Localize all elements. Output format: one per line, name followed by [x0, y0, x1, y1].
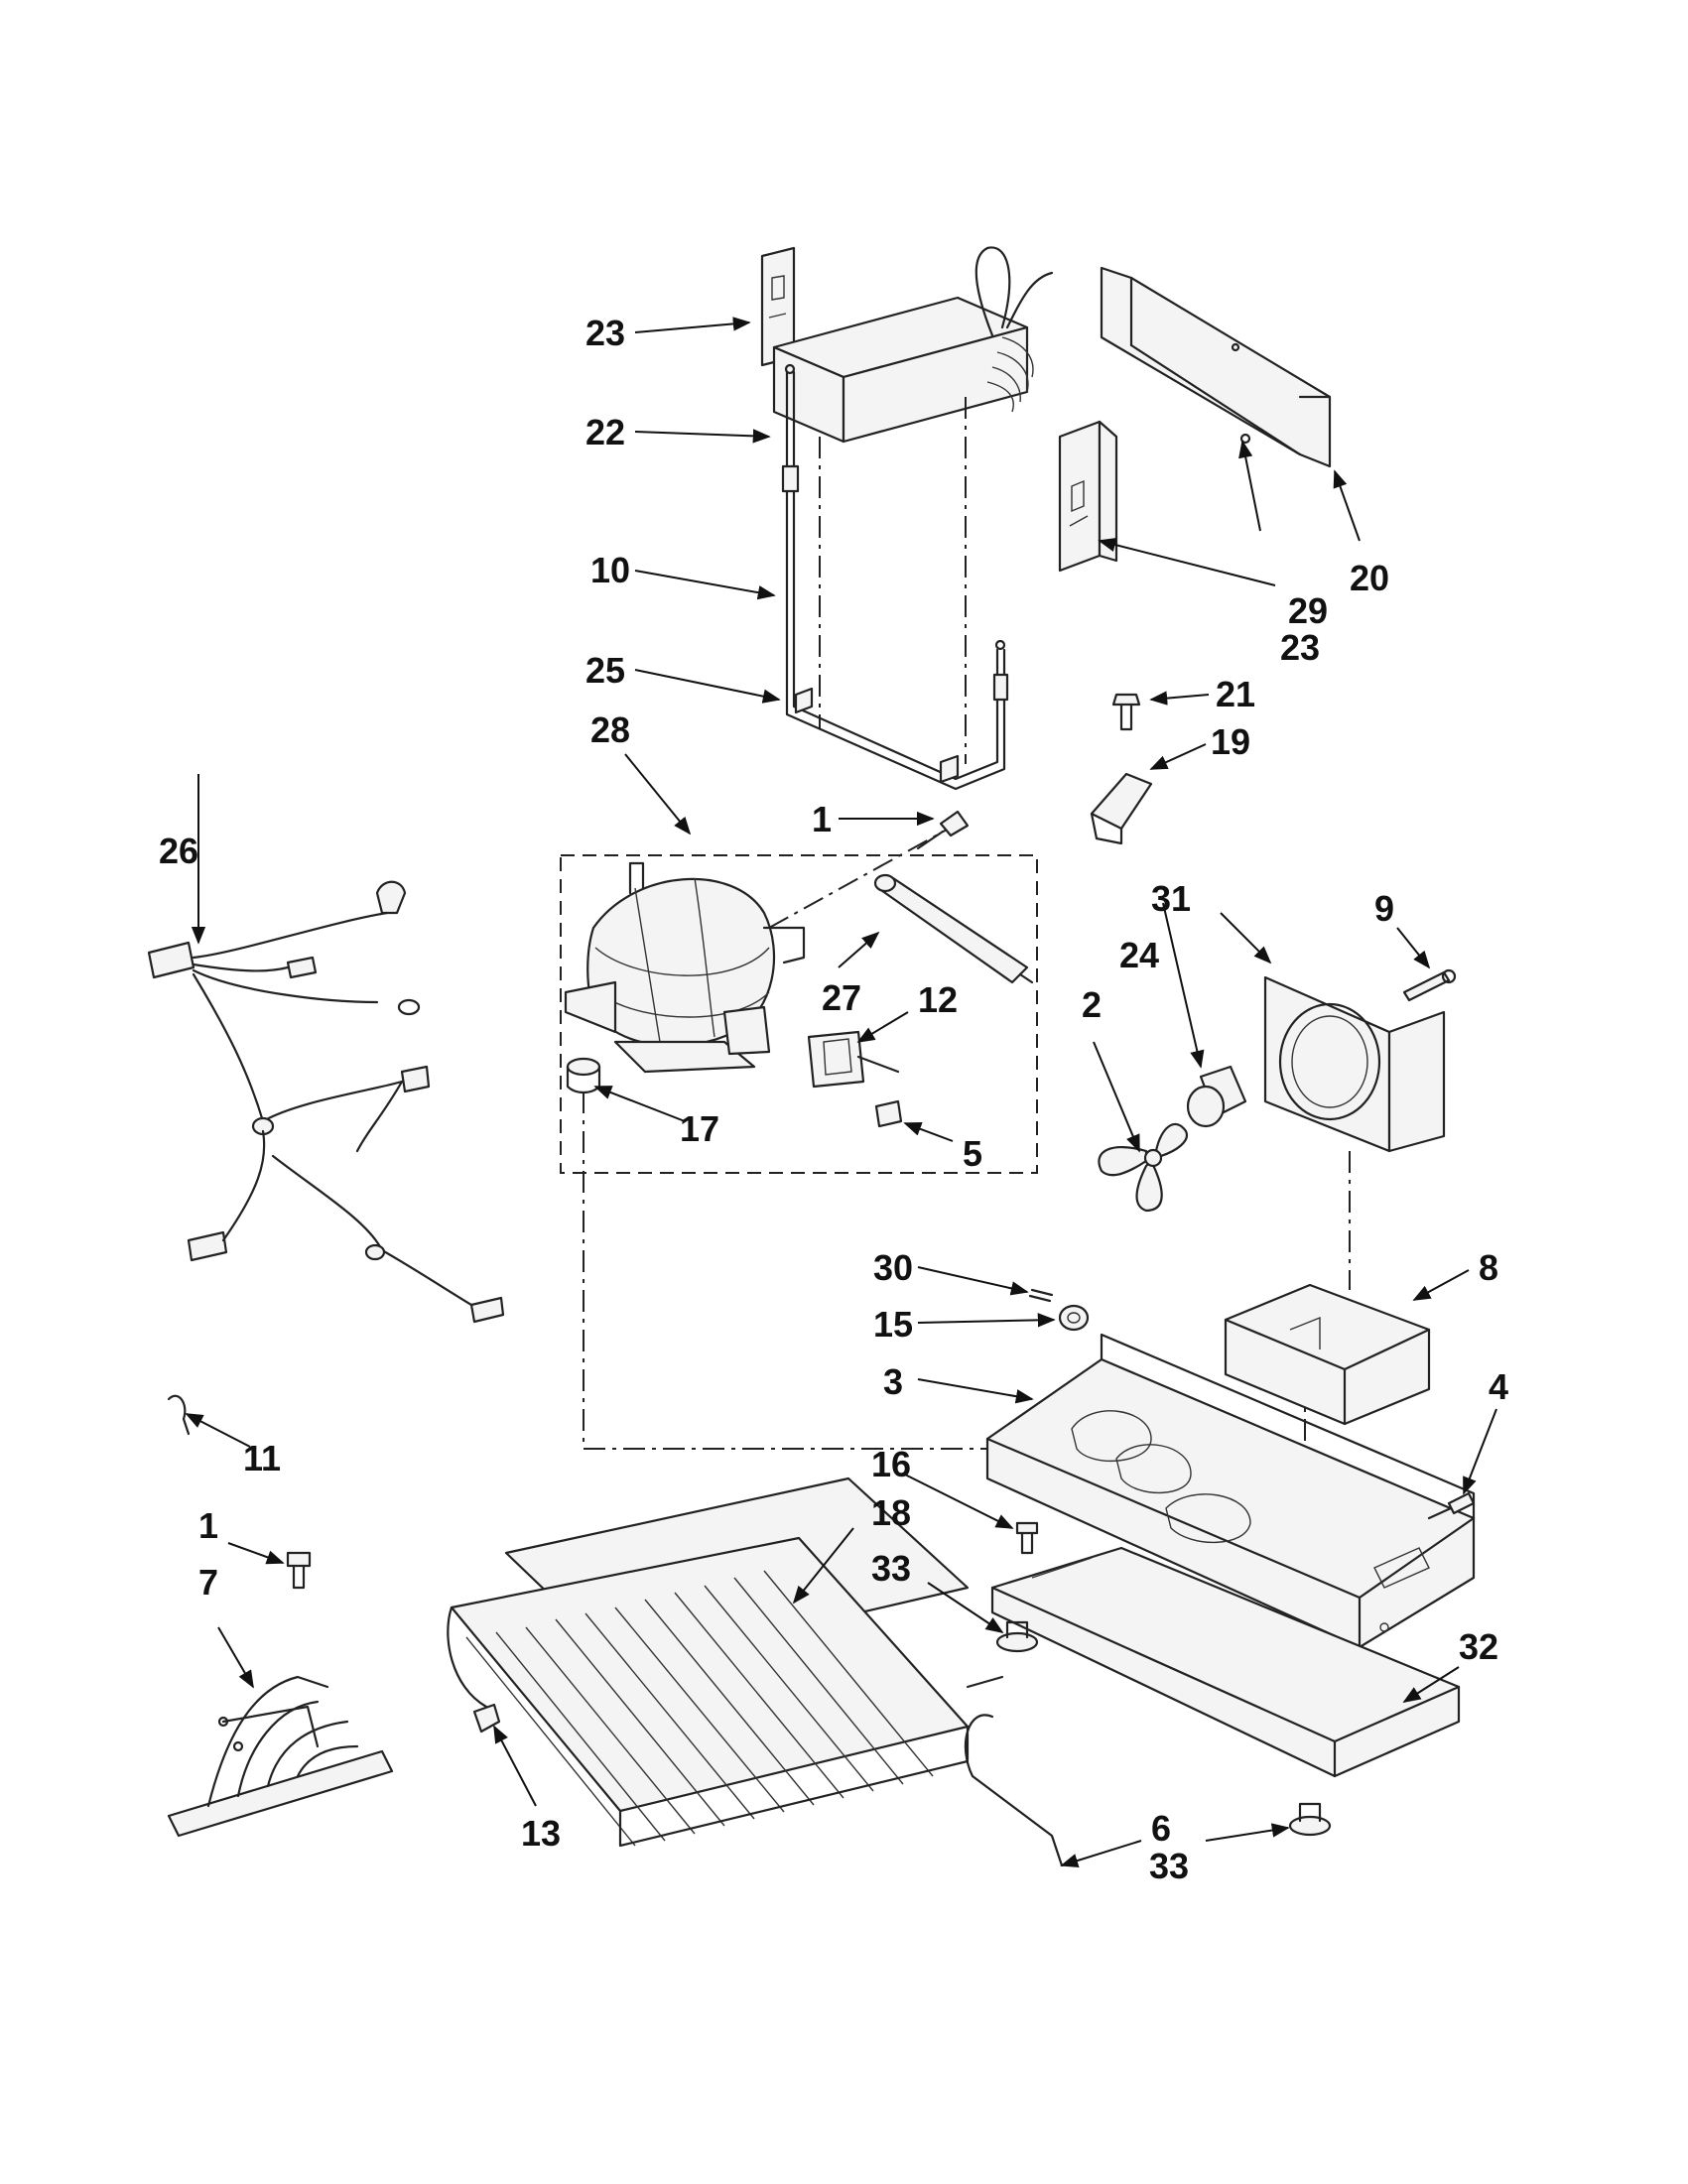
callout-4: 4: [1489, 1366, 1508, 1407]
defrost-heater: [781, 363, 1009, 791]
callout-2: 2: [1082, 984, 1102, 1025]
fan-bracket: [1224, 1283, 1431, 1426]
fan-blade: [1098, 1123, 1189, 1213]
callout-28: 28: [590, 709, 630, 750]
fan-motor: [1186, 1065, 1247, 1128]
callout-labels: 23 22 10 25 28 1 20 29 23 21 19 26 31 9 …: [159, 313, 1508, 1886]
callout-30: 30: [873, 1247, 913, 1288]
pin-30: [1028, 1288, 1054, 1303]
callout-9: 9: [1374, 888, 1394, 929]
compressor: [564, 861, 806, 1074]
callout-16: 16: [871, 1444, 911, 1484]
screw-4: [1427, 1491, 1476, 1520]
evaporator-cover: [1100, 266, 1332, 468]
clip-13: [472, 1703, 501, 1734]
power-cord-harness: [167, 1675, 394, 1838]
leveling-foot-33-bottom: [1288, 1802, 1332, 1837]
callout-12: 12: [918, 979, 958, 1020]
callout-11: 11: [243, 1438, 281, 1478]
grommet-15: [1058, 1304, 1090, 1332]
screw-21: [1111, 693, 1141, 731]
leader-lines: [185, 317, 1497, 1868]
evaporator-coil: [772, 246, 1054, 444]
callout-33-bottom: 33: [1149, 1846, 1189, 1886]
callout-3: 3: [883, 1361, 903, 1402]
callout-27: 27: [822, 977, 861, 1018]
callout-25: 25: [585, 650, 625, 691]
wire-harness: [147, 880, 505, 1324]
clip-19: [1090, 772, 1153, 845]
compressor-kit-box: [560, 854, 1038, 1174]
callout-22: 22: [585, 412, 625, 452]
drain-pan: [990, 1546, 1461, 1778]
evaporator-bracket-right: [1058, 420, 1118, 573]
callout-24: 24: [1119, 935, 1159, 975]
callout-10: 10: [590, 550, 630, 590]
fan-shroud: [1263, 975, 1446, 1153]
callout-21: 21: [1216, 674, 1255, 714]
grommet: [566, 1057, 601, 1094]
callout-32: 32: [1459, 1626, 1498, 1667]
callout-8: 8: [1479, 1247, 1498, 1288]
callout-7: 7: [198, 1562, 218, 1603]
filter-drier: [873, 873, 1034, 984]
callout-6: 6: [1151, 1808, 1171, 1849]
callout-31: 31: [1151, 878, 1191, 919]
callout-19: 19: [1211, 721, 1250, 762]
callout-5: 5: [963, 1133, 982, 1174]
callout-15: 15: [873, 1304, 913, 1345]
screw-16: [1015, 1521, 1039, 1555]
callout-18: 18: [871, 1492, 911, 1533]
drain-wire: [964, 1714, 1064, 1867]
overload-protector: [874, 1099, 903, 1128]
screw-9: [1402, 968, 1457, 1002]
callout-23-right: 23: [1280, 627, 1320, 668]
callout-33-top: 33: [871, 1548, 911, 1589]
condenser: [447, 1477, 1004, 1848]
callout-26: 26: [159, 831, 198, 871]
callout-29: 29: [1288, 590, 1328, 631]
callout-13: 13: [521, 1813, 561, 1854]
screw-1-bottom: [286, 1551, 312, 1590]
screw-1-top: [916, 810, 970, 850]
base-plate: [985, 1333, 1476, 1649]
clip-11: [167, 1394, 191, 1436]
callout-20: 20: [1350, 558, 1389, 598]
callout-23-left: 23: [585, 313, 625, 353]
callout-1-bottom: 1: [198, 1505, 218, 1546]
callout-1-top: 1: [812, 799, 832, 839]
callout-17: 17: [680, 1108, 719, 1149]
leveling-foot-33-top: [995, 1620, 1039, 1653]
start-relay: [807, 1030, 900, 1089]
